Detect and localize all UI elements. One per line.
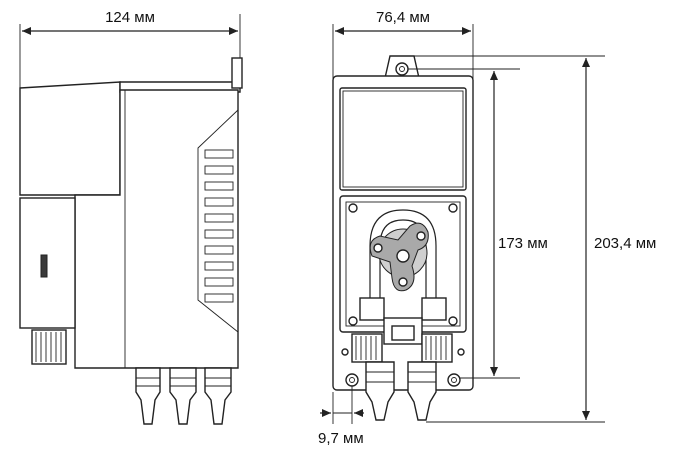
side-width-label: 124 мм (105, 9, 155, 26)
front-width-label: 76,4 мм (376, 9, 430, 26)
pump-head-screws (348, 203, 458, 326)
tube-loop (369, 209, 437, 318)
front-view: 76,4 мм (332, 9, 474, 421)
cooling-fins (204, 149, 234, 303)
side-bottom-fittings (135, 367, 232, 425)
hole-spacing-label: 173 мм (498, 235, 548, 252)
edge-offset-label: 9,7 мм (318, 430, 364, 447)
front-bottom-fittings (365, 361, 437, 421)
side-back-housing (19, 81, 121, 196)
bottom-left-mount-hole (345, 373, 359, 387)
side-main-housing (74, 89, 239, 369)
side-bottom-connector (31, 329, 67, 365)
side-view: 124 мм (19, 9, 243, 425)
rotor (369, 222, 429, 292)
vertical-dimensions: 173 мм 203,4 мм 9,7 мм (318, 55, 672, 447)
total-height-label: 203,4 мм (594, 235, 656, 252)
display-window (339, 87, 467, 191)
bottom-right-mount-hole (447, 373, 461, 387)
front-top-connectors (341, 333, 465, 363)
